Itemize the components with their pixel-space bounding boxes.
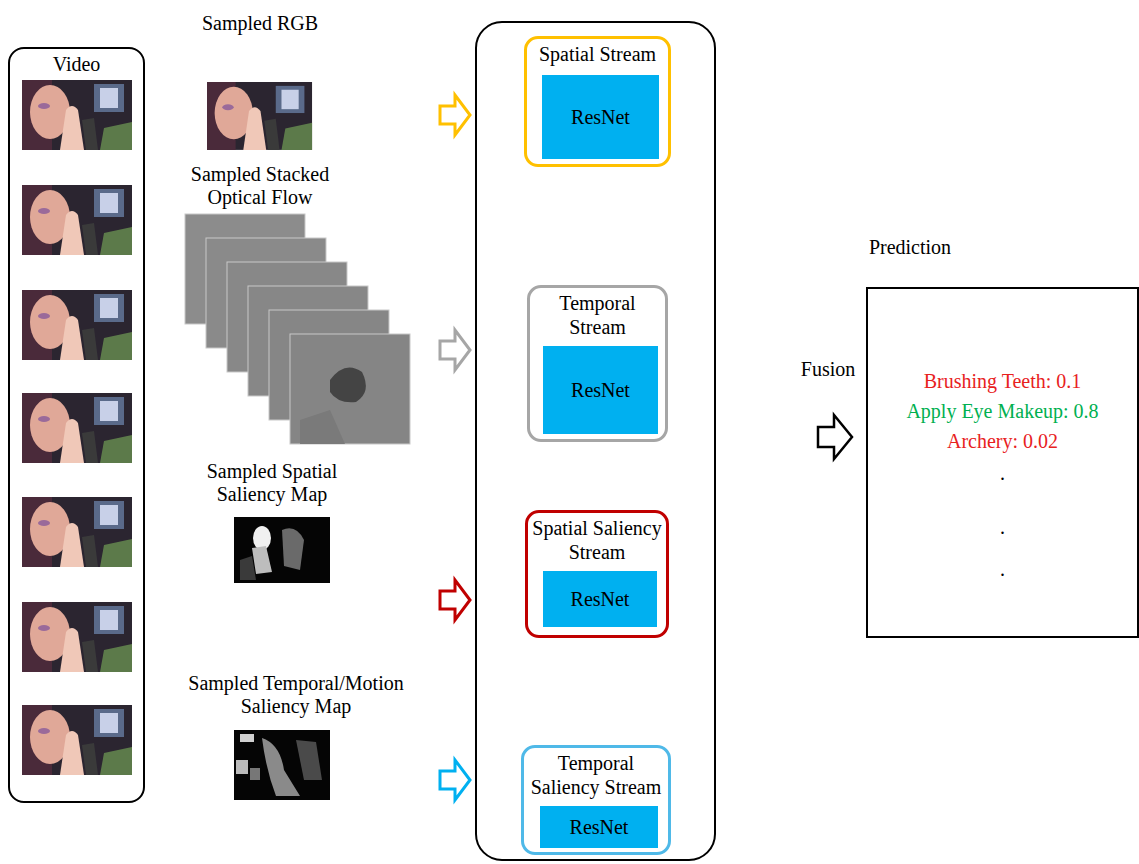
stream-box: Spatial StreamResNet <box>524 36 671 167</box>
input-arrow <box>440 760 470 800</box>
class-score: Archery: 0.02 <box>868 429 1137 453</box>
node-title: Temporal Saliency Stream <box>524 748 668 799</box>
input-label: Sampled Spatial Saliency Map <box>197 460 347 506</box>
resnet-label: ResNet <box>571 105 630 129</box>
resnet-box: ResNet <box>540 806 658 848</box>
stream-box: Spatial Saliency StreamResNet <box>525 510 669 638</box>
resnet-label: ResNet <box>570 815 629 839</box>
input-label: Sampled Stacked Optical Flow <box>180 163 340 209</box>
node-title: Spatial Saliency Stream <box>528 513 666 564</box>
node-title: Temporal Stream <box>530 288 665 339</box>
input-label: Sampled Temporal/Motion Saliency Map <box>176 672 416 718</box>
input-arrow <box>440 580 470 620</box>
ellipsis-dot: . <box>868 557 1137 581</box>
temporal-saliency-map <box>234 730 330 800</box>
stream-box: Temporal Saliency StreamResNet <box>521 745 671 855</box>
stream-box: Temporal StreamResNet <box>527 285 668 442</box>
ellipsis-dot: . <box>868 461 1137 485</box>
class-score: Apply Eye Makeup: 0.8 <box>868 399 1137 423</box>
prediction-heading: Prediction <box>846 235 974 259</box>
video-frames <box>22 80 132 775</box>
resnet-box: ResNet <box>543 346 658 434</box>
resnet-label: ResNet <box>571 378 630 402</box>
resnet-box: ResNet <box>542 75 659 159</box>
rgb-frame <box>207 82 312 150</box>
fusion-arrow <box>818 415 852 459</box>
optical-flow-stack <box>185 214 410 444</box>
resnet-label: ResNet <box>571 587 630 611</box>
input-arrow <box>440 95 470 135</box>
node-title: Spatial Stream <box>527 39 668 66</box>
ellipsis-dot: . <box>868 515 1137 539</box>
fusion-label: Fusion <box>788 358 868 381</box>
video-panel: Video <box>8 47 145 803</box>
spatial-saliency-map <box>234 517 330 583</box>
input-arrow <box>440 330 470 370</box>
input-label: Sampled RGB <box>160 12 360 35</box>
prediction-box: PredictionBrushing Teeth: 0.1Apply Eye M… <box>866 287 1139 638</box>
resnet-box: ResNet <box>543 571 657 627</box>
node-title: Video <box>10 49 143 76</box>
class-score: Brushing Teeth: 0.1 <box>868 369 1137 393</box>
stream-container <box>476 22 715 860</box>
